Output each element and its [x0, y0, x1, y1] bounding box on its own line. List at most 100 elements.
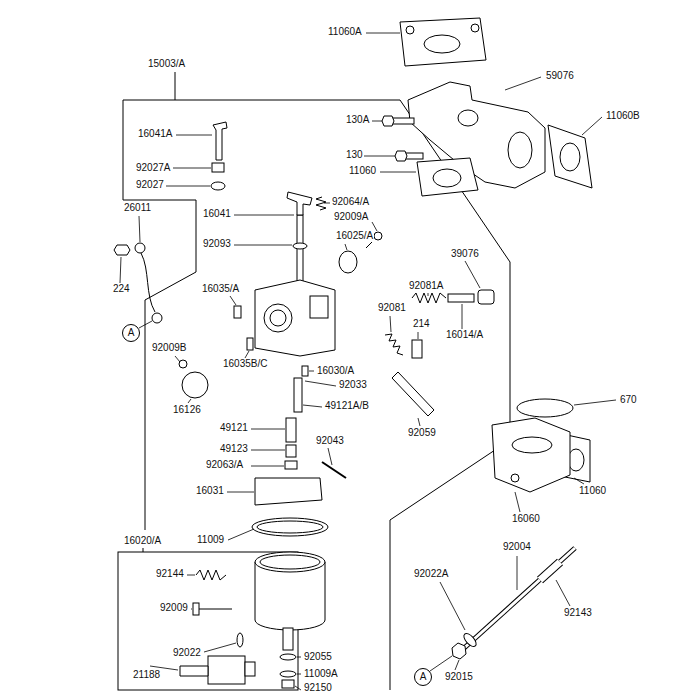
callout-number: 92015 — [444, 671, 474, 683]
manifold-port — [458, 110, 478, 126]
plug — [412, 340, 422, 358]
callout-number: 21188 — [132, 669, 161, 681]
callout-number: 16030/A — [316, 365, 355, 377]
callout-number: 16014/A — [445, 329, 484, 341]
float-pin — [322, 462, 346, 478]
bolt — [392, 118, 414, 124]
callout-number: 92143 — [563, 607, 593, 619]
float — [255, 478, 322, 505]
carburetor-bore — [264, 304, 292, 332]
wire-ring — [135, 243, 145, 253]
gasket — [417, 158, 478, 196]
bolt-head — [395, 151, 407, 161]
stud — [462, 548, 575, 650]
callout-number: 16031 — [195, 485, 225, 497]
callout-number: 16035B/C — [222, 358, 268, 370]
cap — [212, 163, 224, 172]
callout-number: 92009A — [333, 211, 369, 223]
reference-letter: A — [128, 327, 135, 339]
callout-number: 16025/A — [335, 230, 374, 242]
solenoid — [208, 656, 245, 684]
reference-circle: A — [122, 324, 140, 342]
callout-number: 224 — [112, 283, 131, 295]
callout-number: 49121A/B — [324, 400, 370, 412]
nut — [114, 245, 130, 255]
spacer-hole — [511, 474, 519, 482]
gasket-hole — [560, 143, 580, 171]
callout-number: 11060B — [605, 110, 641, 122]
gasket — [400, 18, 486, 66]
bolt — [282, 680, 294, 688]
gasket-hole — [424, 35, 460, 53]
choke-lever — [287, 192, 312, 215]
parts — [114, 18, 592, 688]
callout-number: 16041 — [202, 208, 232, 220]
group-bracket — [175, 72, 176, 100]
callout-number: 39076 — [450, 248, 480, 260]
spacer — [492, 418, 570, 492]
gasket-hole — [257, 521, 323, 533]
spring — [316, 197, 326, 210]
carburetor-body — [255, 280, 335, 356]
callout-number: 26011 — [123, 202, 152, 214]
callout-number: 15003/A — [147, 58, 186, 70]
spring — [412, 293, 446, 303]
washer — [280, 671, 296, 677]
callout-number: 59076 — [545, 70, 575, 82]
callout-number: 670 — [619, 394, 638, 406]
gasket — [252, 518, 328, 536]
callout-number: 16035/A — [201, 283, 240, 295]
callout-number: 11060A — [327, 26, 363, 38]
callout-number: 11060 — [348, 165, 377, 177]
plate — [182, 372, 208, 398]
callout-number: 92055 — [303, 651, 333, 663]
spacer-port — [512, 437, 552, 453]
bowl-nipple — [283, 628, 293, 650]
bolt — [405, 153, 423, 159]
jet — [247, 338, 253, 350]
spring — [196, 570, 226, 580]
bolt-head — [382, 116, 394, 126]
screw-head — [179, 360, 187, 368]
group-bracket — [123, 100, 510, 690]
leader-line — [120, 33, 616, 690]
choke-plate — [339, 251, 357, 273]
callout-number: 130A — [345, 114, 370, 126]
solenoid-nose — [245, 662, 255, 676]
o-ring — [280, 654, 296, 660]
sleeve — [540, 562, 560, 580]
cap — [478, 290, 494, 304]
washer — [293, 243, 307, 249]
callout-number: 92064/A — [331, 196, 370, 208]
callout-number: 92150 — [303, 682, 333, 694]
callout-number: 92022 — [172, 647, 202, 659]
callout-number: 11060 — [578, 485, 607, 497]
gasket — [548, 125, 592, 188]
carburetor-bore — [270, 310, 286, 326]
reference-letter: A — [420, 671, 427, 683]
callout-number: 92059 — [407, 427, 437, 439]
callout-number: 92022A — [413, 568, 449, 580]
ground-wire — [141, 253, 155, 312]
jet — [286, 445, 296, 457]
callout-number: 92043 — [315, 435, 345, 447]
solenoid-terminal — [180, 666, 208, 676]
callout-number: 92093 — [202, 238, 232, 250]
callout-number: 92033 — [338, 379, 368, 391]
float-bowl — [260, 555, 320, 569]
manifold-port — [508, 132, 532, 168]
callout-number: 130 — [345, 149, 364, 161]
callout-number: 92027A — [135, 162, 171, 174]
seal — [285, 461, 297, 469]
callout-number: 16060 — [511, 513, 541, 525]
callout-number: 16020/A — [123, 535, 162, 547]
callout-number: 11009A — [303, 668, 339, 680]
callout-number: 92063/A — [205, 459, 244, 471]
stud — [462, 548, 575, 650]
emulsion-tube — [294, 378, 302, 412]
lever — [213, 122, 227, 160]
seal — [211, 182, 225, 190]
